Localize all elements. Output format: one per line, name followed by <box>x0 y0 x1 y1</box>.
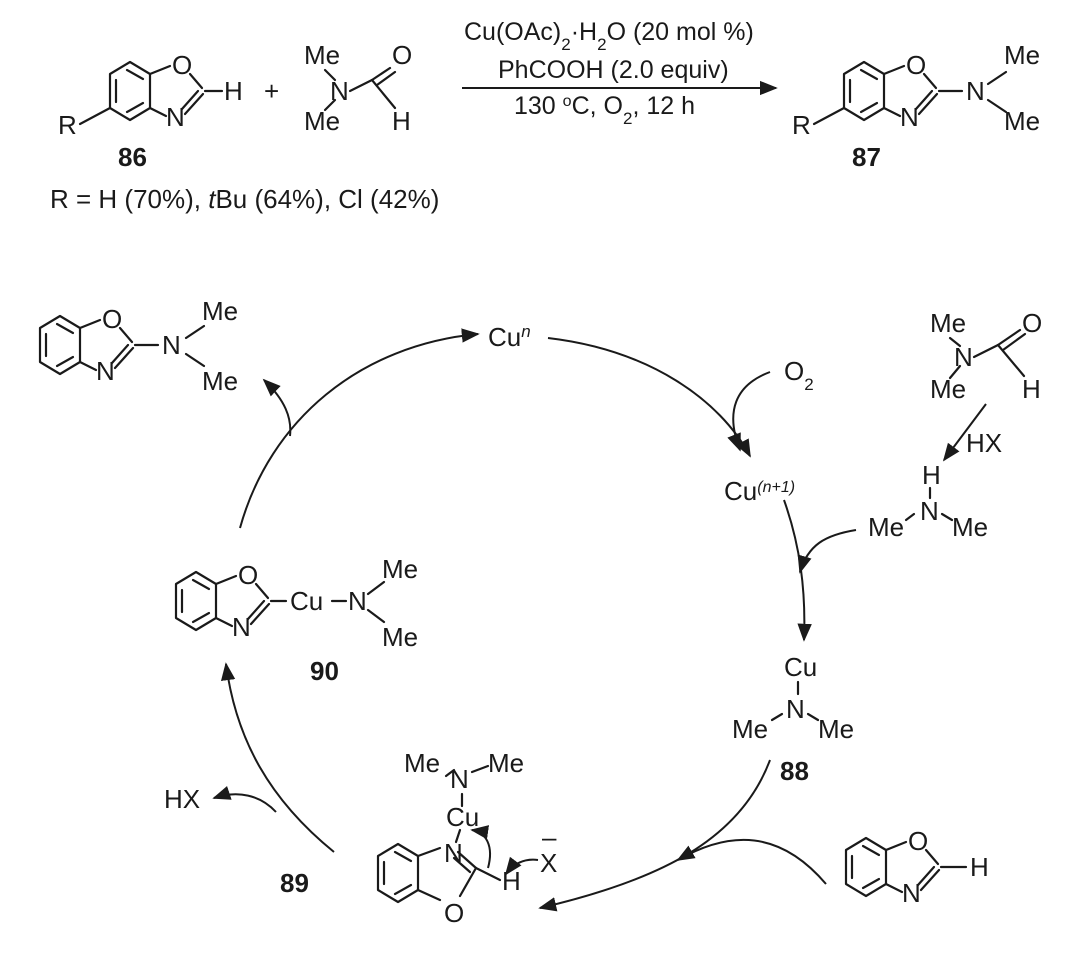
compound-label-89: 89 <box>280 868 309 898</box>
svg-text:Me: Me <box>382 622 418 652</box>
intermediate-89: N O H Cu N Me Me X – 89 HX <box>164 748 557 928</box>
svg-text:N: N <box>786 694 805 724</box>
intermediate-90: O N Cu N Me Me 90 <box>174 554 418 686</box>
svg-text:Me: Me <box>382 554 418 584</box>
curved-arrow-x-to-h <box>504 856 539 876</box>
svg-text:N: N <box>920 496 939 526</box>
svg-text:N: N <box>162 330 181 360</box>
cycle-arc-bottom-right <box>538 759 771 912</box>
o2-in-arrow <box>727 371 771 452</box>
hx-out-arrow <box>212 786 277 813</box>
benzoxazole-in-arrow <box>676 838 827 885</box>
svg-text:N: N <box>444 838 463 868</box>
atom-n: N <box>166 102 185 132</box>
hx-label-left: HX <box>164 784 200 814</box>
svg-text:R: R <box>792 110 811 140</box>
svg-text:N: N <box>900 102 919 132</box>
atom-o: O <box>172 50 192 80</box>
svg-text:H: H <box>970 852 989 882</box>
svg-text:Me: Me <box>952 512 988 542</box>
svg-text:Me: Me <box>930 308 966 338</box>
svg-text:N: N <box>348 586 367 616</box>
dimethylamine: H N Me Me <box>868 460 988 542</box>
cu-n-plus-1: Cu(n+1) <box>724 476 795 506</box>
svg-text:Me: Me <box>488 748 524 778</box>
svg-text:130 oC, O2, 12 h: 130 oC, O2, 12 h <box>514 92 695 128</box>
svg-text:Me: Me <box>404 748 440 778</box>
compound-label-88: 88 <box>780 756 809 786</box>
svg-text:Cu(OAc)2·H2O (20 mol %): Cu(OAc)2·H2O (20 mol %) <box>464 18 754 54</box>
intermediate-88: Cu N Me Me 88 <box>732 652 854 786</box>
svg-text:Cu: Cu <box>290 586 323 616</box>
hydroxide-x: X <box>540 848 557 878</box>
dmf-to-amine-arrow <box>942 403 987 462</box>
svg-text:N: N <box>450 764 469 794</box>
svg-text:O: O <box>444 898 464 928</box>
svg-text:O: O <box>102 304 122 334</box>
cycle-product: O N N Me Me <box>38 296 238 396</box>
svg-text:Me: Me <box>202 296 238 326</box>
svg-text:H: H <box>502 866 521 896</box>
svg-text:O: O <box>238 560 258 590</box>
product-out-arrow <box>262 378 292 437</box>
svg-text:N: N <box>954 342 973 372</box>
compound-label-87: 87 <box>852 142 881 172</box>
o2-label: O2 <box>784 356 814 394</box>
svg-text:N: N <box>96 356 115 386</box>
svg-text:H: H <box>922 460 941 490</box>
svg-text:Me: Me <box>868 512 904 542</box>
svg-text:Cu: Cu <box>784 652 817 682</box>
dmf-cycle: Me N Me O H <box>930 308 1042 404</box>
product-87: O N N Me Me R 87 <box>792 40 1040 172</box>
svg-text:Me: Me <box>304 40 340 70</box>
svg-text:O: O <box>908 826 928 856</box>
cycle-arc-bottom-left <box>220 662 335 853</box>
svg-text:Me: Me <box>202 366 238 396</box>
benzoxazole-reagent: O N H <box>844 826 989 908</box>
svg-text:Me: Me <box>930 374 966 404</box>
dmf-reagent: Me N Me O H <box>304 40 412 136</box>
atom-h: H <box>224 76 243 106</box>
svg-text:O: O <box>1022 308 1042 338</box>
svg-text:N: N <box>232 612 251 642</box>
yields-line: R = H (70%), tBu (64%), Cl (42%) <box>50 184 439 214</box>
curved-arrow-cu-shift <box>470 825 491 869</box>
svg-text:Me: Me <box>1004 106 1040 136</box>
plus-sign: + <box>264 76 279 106</box>
svg-text:N: N <box>966 76 985 106</box>
compound-label-90: 90 <box>310 656 339 686</box>
cu-n: Cun <box>488 322 531 353</box>
substrate-86: O N H R 86 <box>58 50 243 172</box>
svg-text:Me: Me <box>732 714 768 744</box>
svg-text:O: O <box>392 40 412 70</box>
cycle-arc-top-left <box>239 328 480 529</box>
svg-text:H: H <box>1022 374 1041 404</box>
svg-text:Me: Me <box>1004 40 1040 70</box>
svg-text:O: O <box>906 50 926 80</box>
compound-label-86: 86 <box>118 142 147 172</box>
svg-text:H: H <box>392 106 411 136</box>
reaction-conditions: Cu(OAc)2·H2O (20 mol %) PhCOOH (2.0 equi… <box>462 18 778 128</box>
svg-text:N: N <box>902 878 921 908</box>
svg-text:N: N <box>330 76 349 106</box>
hx-label-right: HX <box>966 428 1002 458</box>
svg-text:Me: Me <box>304 106 340 136</box>
svg-text:PhCOOH (2.0 equiv): PhCOOH (2.0 equiv) <box>498 56 729 84</box>
cycle-arc-top-right <box>547 337 751 458</box>
amine-in-arrow <box>797 529 857 574</box>
svg-text:–: – <box>542 822 557 852</box>
atom-r: R <box>58 110 77 140</box>
svg-text:Me: Me <box>818 714 854 744</box>
